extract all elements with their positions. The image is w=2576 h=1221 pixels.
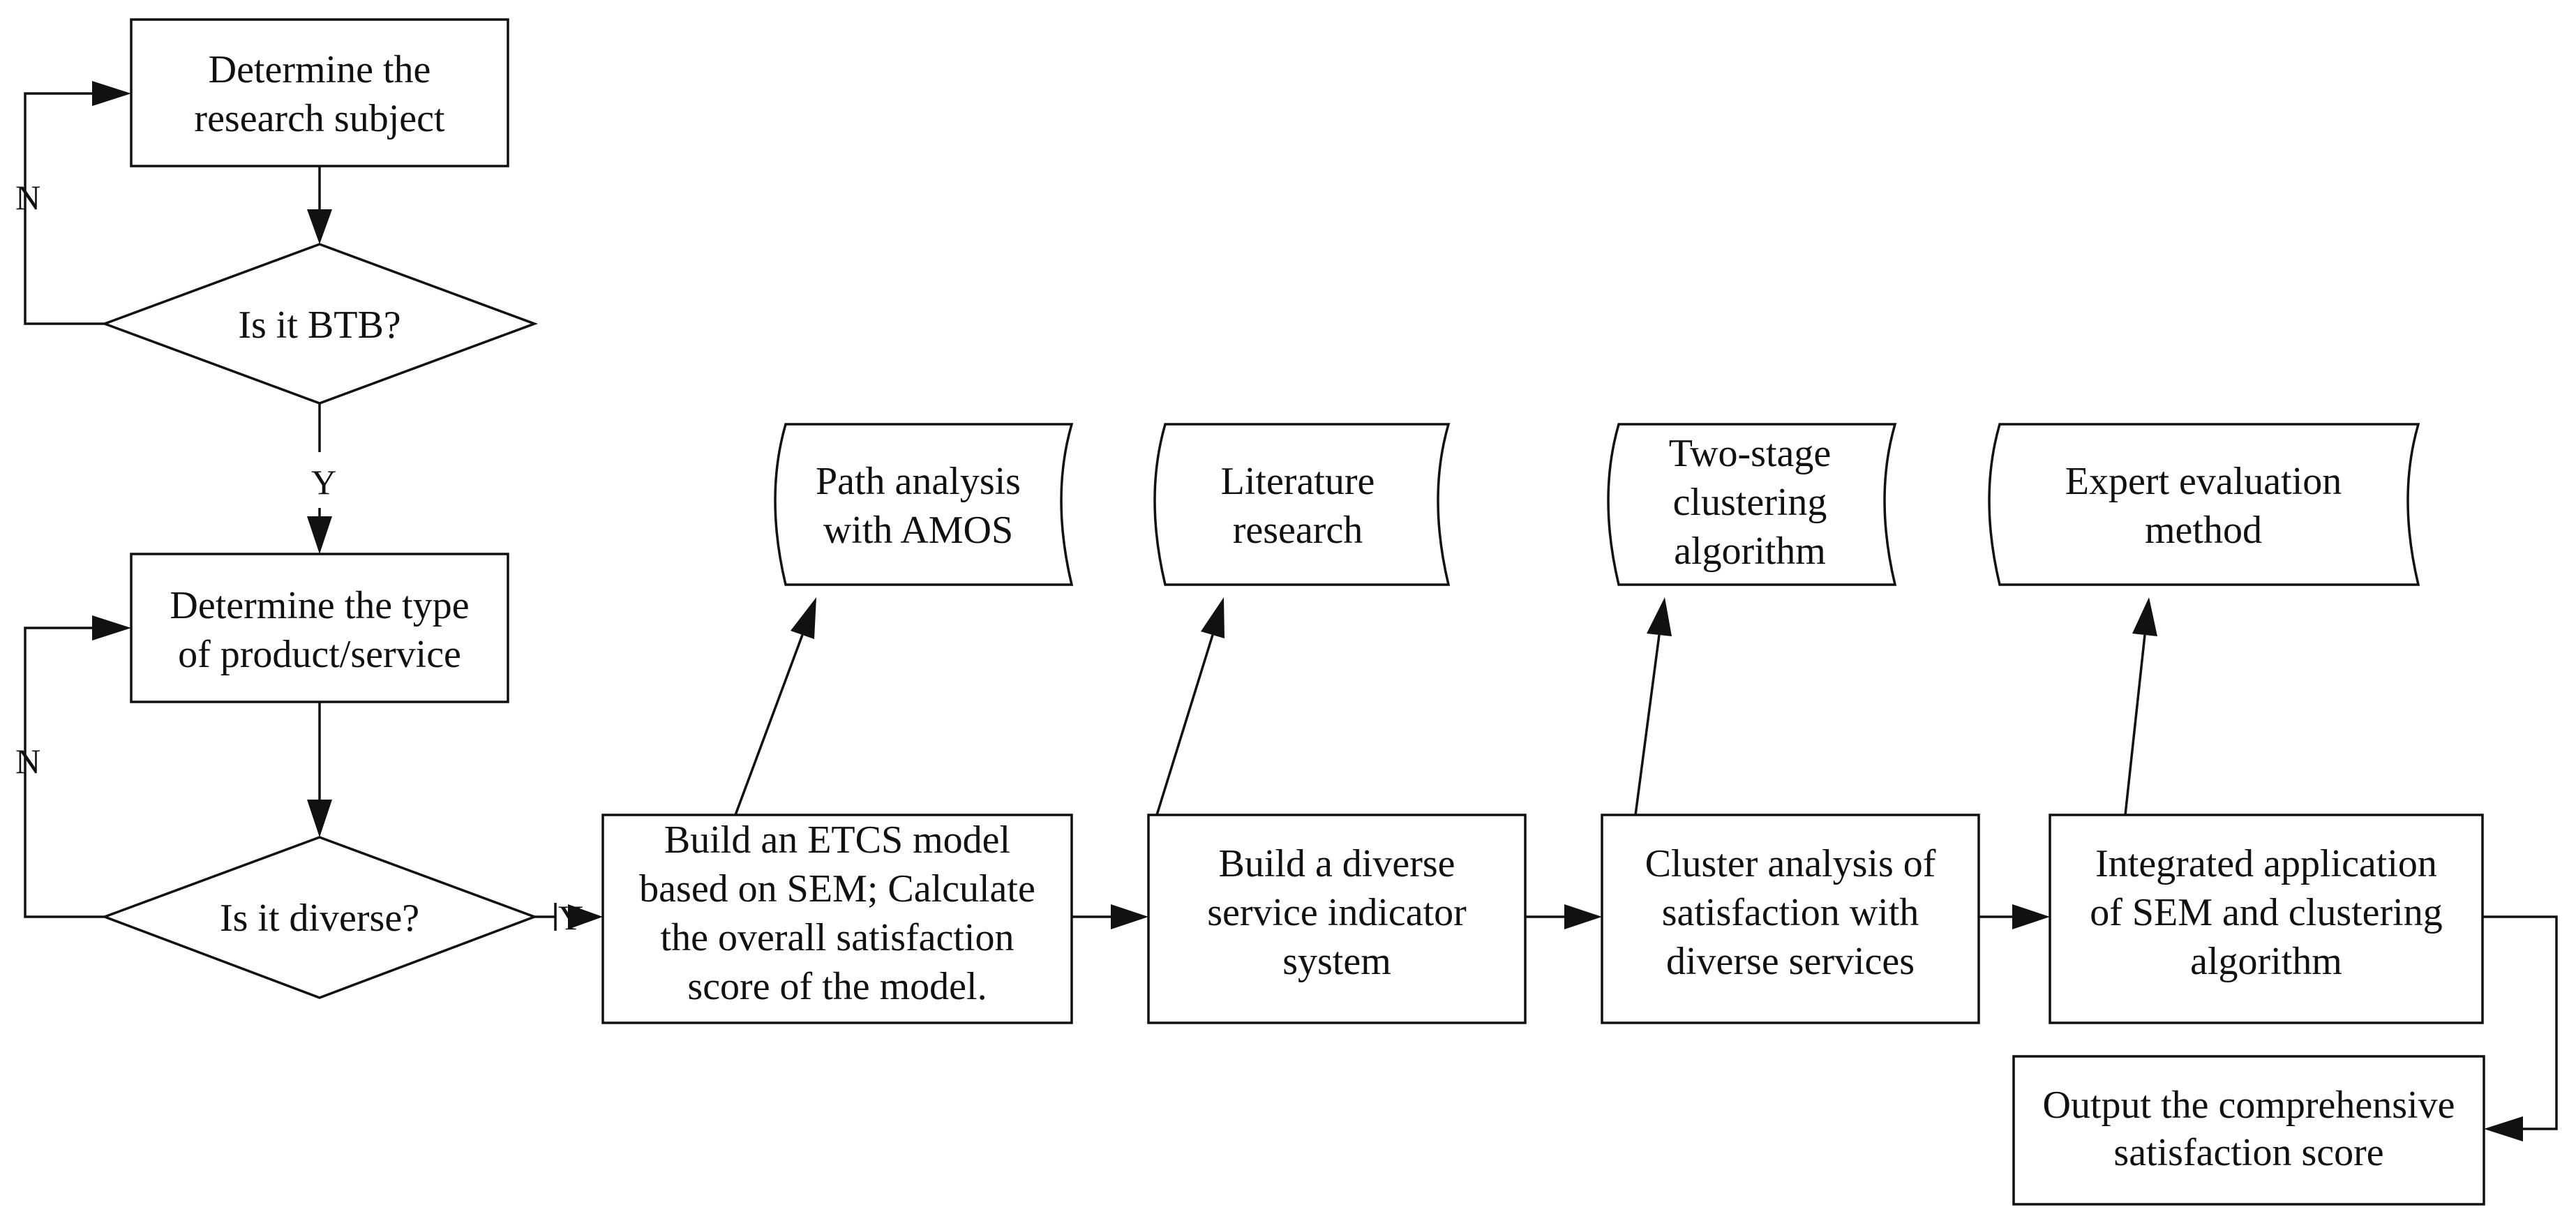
integrated-application-line-1: Integrated application: [2095, 842, 2437, 885]
indicator-system-line-3: system: [1282, 940, 1391, 983]
edge-btb-no-loop: N: [15, 81, 131, 325]
expert-evaluation-line-2: method: [2145, 509, 2262, 552]
path-analysis-line-2: with AMOS: [823, 509, 1013, 552]
two-stage-clustering-data: Two-stage clustering algorithm: [1607, 423, 1897, 586]
path-analysis-line-1: Path analysis: [816, 460, 1021, 503]
edge-etcs-to-path-analysis: [734, 597, 816, 816]
product-type-line-1: Determine the type: [170, 584, 469, 627]
cluster-analysis-line-3: diverse services: [1666, 940, 1915, 983]
edge-btb-yes: Y: [307, 403, 336, 554]
diverse-yes-label: Y: [558, 898, 583, 937]
literature-research-data: Literature research: [1153, 423, 1451, 586]
is-btb-decision: Is it BTB?: [100, 243, 539, 405]
literature-research-line-2: research: [1233, 509, 1363, 552]
edge-cluster-to-two-stage: [1634, 597, 1672, 816]
etcs-model-line-2: based on SEM; Calculate: [639, 867, 1035, 911]
research-subject-node: Determine the research subject: [130, 18, 509, 167]
btb-no-label: N: [15, 178, 40, 217]
integrated-application-line-3: algorithm: [2190, 940, 2342, 983]
two-stage-clustering-line-3: algorithm: [1674, 530, 1826, 573]
edge-research-to-btb: [307, 166, 332, 244]
is-diverse-decision: Is it diverse?: [100, 836, 539, 999]
indicator-system-node: Build a diverse service indicator system: [1147, 814, 1527, 1024]
path-analysis-data: Path analysis with AMOS: [774, 423, 1074, 586]
etcs-model-line-1: Build an ETCS model: [664, 818, 1010, 862]
indicator-system-line-1: Build a diverse: [1218, 842, 1455, 885]
research-subject-line-2: research subject: [194, 97, 445, 140]
research-subject-line-1: Determine the: [209, 48, 431, 91]
diverse-no-label: N: [15, 742, 40, 781]
expert-evaluation-data: Expert evaluation method: [1988, 423, 2420, 586]
etcs-model-line-4: score of the model.: [687, 965, 987, 1008]
btb-yes-label: Y: [311, 463, 336, 502]
edge-type-to-diverse: [307, 702, 332, 837]
output-score-node: Output the comprehensive satisfaction sc…: [2012, 1055, 2485, 1206]
edge-diverse-no-loop: N: [15, 615, 131, 918]
product-type-node: Determine the type of product/service: [130, 553, 509, 703]
indicator-system-line-2: service indicator: [1207, 891, 1467, 934]
edge-integrated-to-expert: [2124, 597, 2157, 816]
cluster-analysis-line-2: satisfaction with: [1662, 891, 1919, 934]
etcs-model-node: Build an ETCS model based on SEM; Calcul…: [601, 814, 1073, 1024]
edge-etcs-to-indicator: [1072, 904, 1148, 929]
etcs-model-line-3: the overall satisfaction: [661, 916, 1014, 959]
output-score-line-1: Output the comprehensive: [2043, 1084, 2455, 1127]
is-diverse-label: Is it diverse?: [220, 897, 419, 940]
cluster-analysis-line-1: Cluster analysis of: [1645, 842, 1936, 885]
edge-indicator-to-literature: [1155, 597, 1225, 816]
two-stage-clustering-line-2: clustering: [1673, 481, 1827, 524]
output-score-line-2: satisfaction score: [2113, 1131, 2383, 1174]
is-btb-label: Is it BTB?: [238, 304, 400, 347]
product-type-line-2: of product/service: [178, 633, 461, 676]
integrated-application-line-2: of SEM and clustering: [2090, 891, 2442, 934]
edge-indicator-to-cluster: [1525, 904, 1602, 929]
expert-evaluation-line-1: Expert evaluation: [2065, 460, 2342, 503]
literature-research-line-1: Literature: [1221, 460, 1375, 503]
edge-diverse-yes: Y: [534, 898, 603, 937]
cluster-analysis-node: Cluster analysis of satisfaction with di…: [1601, 814, 1980, 1024]
edge-cluster-to-integrated: [1979, 904, 2050, 929]
two-stage-clustering-line-1: Two-stage: [1669, 432, 1831, 475]
integrated-application-node: Integrated application of SEM and cluste…: [2049, 814, 2484, 1024]
edge-integrated-to-output: [2483, 915, 2558, 1141]
